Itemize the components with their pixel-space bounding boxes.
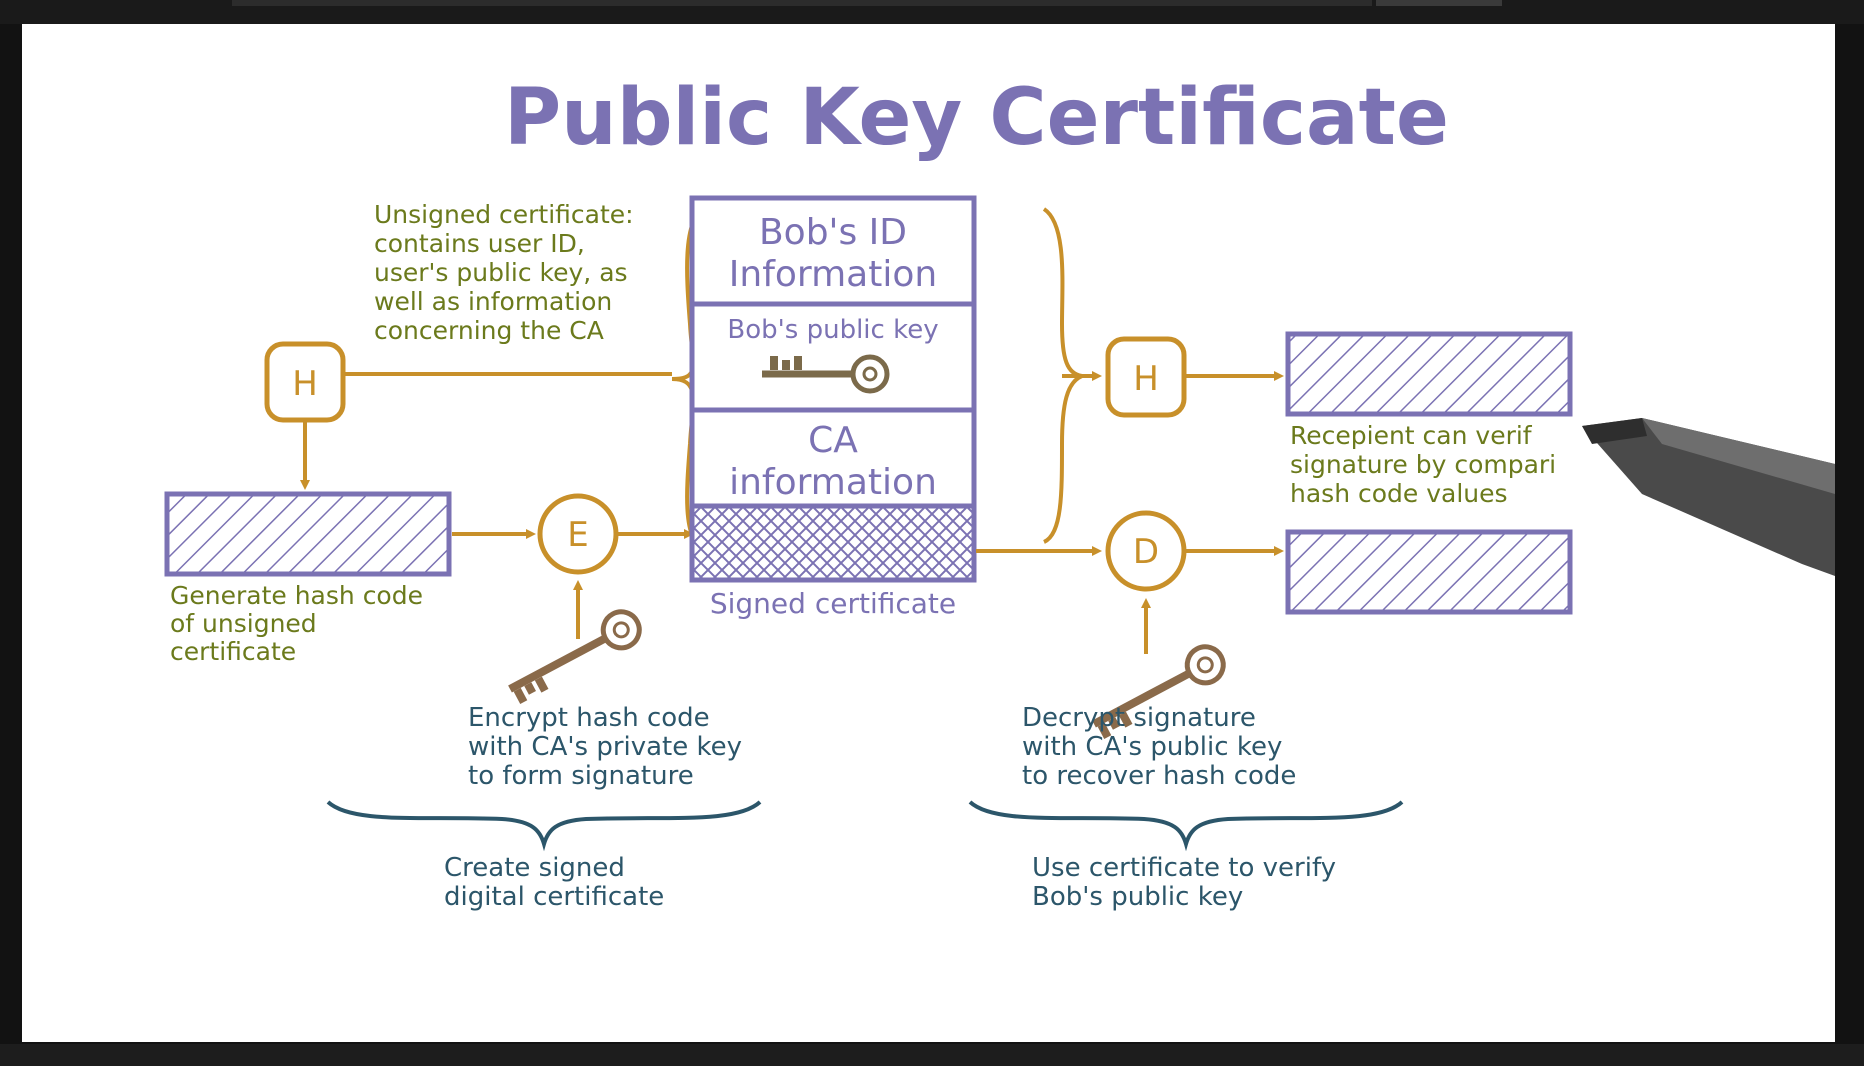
hash-code-box (164, 491, 452, 577)
generate-note-line: of unsigned (170, 609, 317, 638)
cert-ca-block (689, 407, 977, 509)
pen-icon (1582, 418, 1835, 576)
progress-track[interactable] (232, 0, 1372, 6)
create-group-brace (326, 800, 762, 852)
public-key-icon-ca (1092, 644, 1226, 739)
cert-ca-line: information (729, 462, 937, 503)
create-group-line: Create signed (444, 853, 625, 883)
encrypt-note-line: with CA's private key (468, 732, 742, 762)
certificate-diagram: Public Key Certificate Unsigned certific… (164, 73, 1835, 912)
signature-block (689, 503, 977, 583)
generate-note-line: Generate hash code (170, 581, 423, 610)
recipient-note-line: signature by compari (1290, 450, 1556, 479)
hash-node-left-label: H (292, 364, 318, 404)
right-brace-upper (1042, 207, 1083, 378)
video-bottom-bar (0, 1044, 1864, 1066)
cert-ca-line: CA (808, 420, 858, 461)
public-key-icon (762, 354, 890, 394)
unsigned-note-line: contains user ID, (374, 229, 585, 258)
decrypt-note-line: Decrypt signature (1022, 703, 1256, 733)
verify-group-line: Use certificate to verify (1032, 853, 1336, 883)
computed-hash-box (1285, 331, 1573, 417)
unsigned-note-line: Unsigned certificate: (374, 200, 634, 229)
verify-group-brace (968, 800, 1404, 852)
encrypt-node-label: E (567, 515, 588, 555)
unsigned-certificate-note: Unsigned certificate: contains user ID, … (374, 200, 634, 345)
create-group-line: digital certificate (444, 882, 664, 912)
private-key-icon (508, 609, 642, 704)
cert-public-key-label: Bob's public key (727, 315, 938, 345)
recipient-note-line: hash code values (1290, 479, 1508, 508)
decrypt-node (1105, 510, 1187, 592)
video-top-bar (0, 0, 1864, 24)
hash-node-right-label: H (1133, 359, 1159, 399)
certificate-stack: Bob's ID Information Bob's public key CA… (689, 195, 977, 583)
recovered-hash-box (1285, 529, 1573, 615)
slide-canvas: Public Key Certificate Unsigned certific… (22, 24, 1835, 1042)
page-title: Public Key Certificate (504, 73, 1449, 163)
signed-certificate-label: Signed certificate (710, 587, 956, 620)
decrypt-note-line: with CA's public key (1022, 732, 1282, 762)
verify-label: Use certificate to verify Bob's public k… (1032, 853, 1336, 912)
generate-note-line: certificate (170, 637, 296, 666)
progress-track-segment (1376, 0, 1502, 6)
encrypt-note-line: to form signature (468, 761, 694, 791)
encrypt-node (537, 493, 619, 575)
encrypt-note: Encrypt hash code with CA's private key … (468, 703, 742, 791)
encrypt-note-line: Encrypt hash code (468, 703, 710, 733)
recipient-note-line: Recepient can verif (1290, 421, 1533, 450)
verify-group-line: Bob's public key (1032, 882, 1243, 912)
unsigned-note-line: well as information (374, 287, 612, 316)
decrypt-note-line: to recover hash code (1022, 761, 1296, 791)
right-brace-lower (1042, 374, 1083, 544)
cert-id-line: Information (729, 254, 937, 295)
recipient-note: Recepient can verif signature by compari… (1290, 421, 1556, 508)
hash-node-left (264, 341, 346, 423)
create-signed-label: Create signed digital certificate (444, 853, 664, 912)
cert-id-line: Bob's ID (759, 212, 907, 253)
decrypt-note: Decrypt signature with CA's public key t… (1022, 703, 1296, 791)
decrypt-node-label: D (1133, 532, 1159, 572)
hash-node-right (1105, 336, 1187, 418)
unsigned-note-line: user's public key, as (374, 258, 628, 287)
generate-hash-note: Generate hash code of unsigned certifica… (170, 581, 423, 666)
unsigned-note-line: concerning the CA (374, 316, 604, 345)
